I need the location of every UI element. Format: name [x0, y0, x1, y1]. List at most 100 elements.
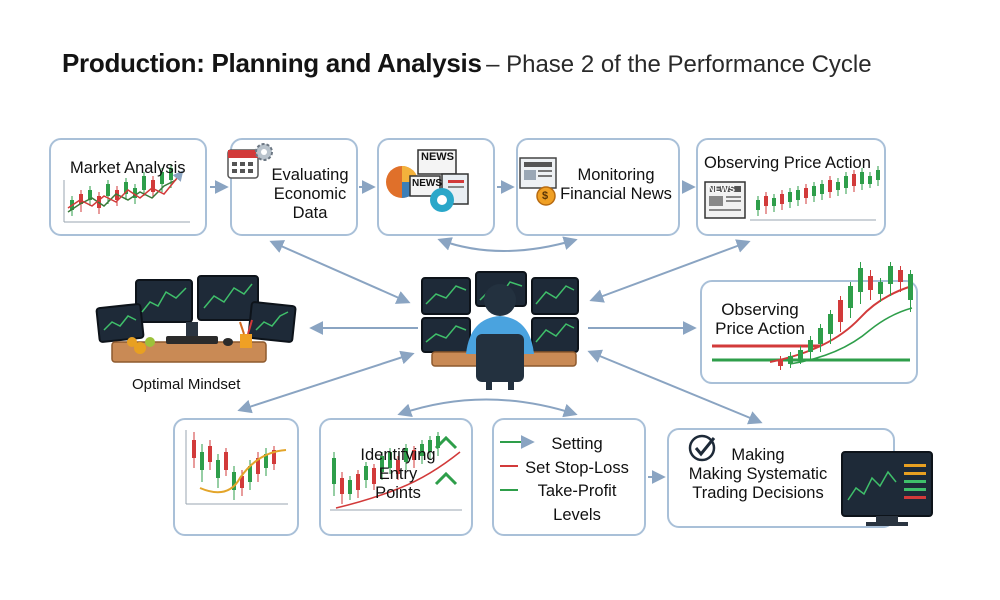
monitoring-news-icon — [519, 157, 557, 206]
candle-body — [796, 190, 800, 200]
candle-body — [404, 448, 408, 462]
entry-points-line-1: Identifying — [360, 446, 436, 464]
stop-loss-line-1: Setting — [551, 435, 603, 453]
decisions-label: Making Making Systematic Trading Decisio… — [678, 446, 838, 503]
price-action-mid-chart — [712, 262, 913, 370]
candle-body — [436, 436, 440, 448]
candle-body — [838, 300, 843, 322]
candle-body — [844, 176, 848, 188]
arrow-price-to-trader — [589, 239, 751, 303]
candle-body — [778, 360, 783, 366]
candle-body — [764, 196, 768, 206]
candle-body — [256, 458, 260, 474]
stop-loss-line-3: Take-Profit — [537, 482, 617, 500]
candle-body — [380, 456, 384, 472]
entry-points-line-2: Entry — [378, 465, 418, 483]
financial-news-line-1: Monitoring — [577, 166, 655, 184]
trading-monitor — [841, 451, 933, 526]
candle-body — [798, 350, 803, 360]
connector-arrows — [210, 180, 763, 484]
market-analysis-label: Market Analysis — [70, 159, 186, 177]
financial-news-label: Monitoring Financial News — [556, 166, 676, 204]
economic-data-line-1: Evaluating — [271, 166, 349, 184]
candle-body — [756, 200, 760, 210]
bottom-candle-chart — [185, 430, 288, 505]
candle-body — [876, 170, 880, 180]
candle-body — [412, 450, 416, 460]
check-icon — [688, 434, 716, 462]
candle-body — [868, 276, 873, 290]
trading-desk-left — [95, 275, 297, 363]
candle-body — [828, 314, 833, 334]
candle-body — [272, 450, 276, 464]
market-analysis-card — [49, 138, 207, 236]
candle-body — [79, 194, 83, 204]
gear-icon — [255, 143, 273, 161]
entry-points-label: Identifying Entry Points — [350, 446, 446, 503]
candle-body — [192, 440, 196, 458]
economic-data-card — [230, 138, 358, 236]
candle-body — [356, 474, 360, 490]
decisions-line-2: Making Systematic — [688, 465, 828, 483]
coin-symbol: $ — [542, 190, 549, 202]
entry-points-line-3: Points — [375, 484, 421, 502]
candle-body — [772, 198, 776, 206]
candle-body — [133, 188, 137, 198]
candle-body — [248, 466, 252, 482]
price-action-top-chart — [704, 166, 880, 221]
candle-body — [224, 452, 228, 470]
candle-body — [160, 172, 164, 184]
candle-body — [240, 476, 244, 488]
price-action-top-label: Observing Price Action — [704, 154, 871, 172]
news-badge-1: NEWS — [421, 151, 454, 163]
economic-data-label: Evaluating Economic Data — [262, 166, 358, 223]
candle-body — [858, 268, 863, 292]
price-action-news-badge: NEWS — [708, 184, 735, 194]
arrow-entry-stoploss-arc — [397, 398, 578, 418]
candle-body — [169, 168, 173, 180]
candle-body — [200, 452, 204, 470]
price-action-mid-line-2: Price Action — [715, 319, 805, 338]
market-analysis-chart — [63, 164, 190, 223]
candle-body — [348, 480, 352, 494]
candle-body — [898, 270, 903, 282]
candle-body — [372, 468, 376, 484]
candle-body — [232, 472, 236, 490]
calendar-icon — [227, 149, 259, 179]
candle-body — [848, 286, 853, 308]
candle-body — [208, 446, 212, 462]
news-paper-icon — [409, 149, 469, 212]
candle-body — [396, 460, 400, 474]
candle-body — [364, 466, 368, 480]
candle-body — [124, 182, 128, 194]
candle-body — [818, 328, 823, 344]
stop-loss-label: Setting Set Stop-Loss Take-Profit Levels — [512, 433, 642, 527]
candle-body — [340, 478, 344, 494]
news-badge-2: NEWS — [412, 178, 442, 189]
candle-body — [142, 176, 146, 190]
price-action-mid-label: Observing Price Action — [708, 300, 812, 338]
candle-body — [908, 274, 913, 300]
candle-body — [780, 194, 784, 204]
title-subtitle: – Phase 2 of the Performance Cycle — [486, 51, 872, 78]
price-action-mid-line-1: Observing — [721, 300, 799, 319]
stop-loss-line-4: Levels — [553, 505, 601, 524]
candle-body — [788, 356, 793, 364]
candle-body — [852, 174, 856, 186]
stop-loss-card — [492, 418, 646, 536]
candle-body — [264, 454, 268, 468]
entry-points-chart — [330, 432, 462, 511]
candle-body — [812, 186, 816, 196]
candle-body — [88, 190, 92, 200]
candle-body — [868, 176, 872, 184]
candle-body — [388, 452, 392, 468]
candle-body — [804, 188, 808, 198]
candle-body — [428, 440, 432, 452]
central-trader — [421, 271, 579, 390]
optimal-mindset-label: Optimal Mindset — [132, 376, 241, 393]
title-bold: Production: Planning and Analysis — [62, 48, 482, 78]
candle-body — [420, 444, 424, 456]
economic-data-line-2: Economic — [273, 185, 347, 203]
decisions-line-3: Trading Decisions — [692, 484, 824, 502]
